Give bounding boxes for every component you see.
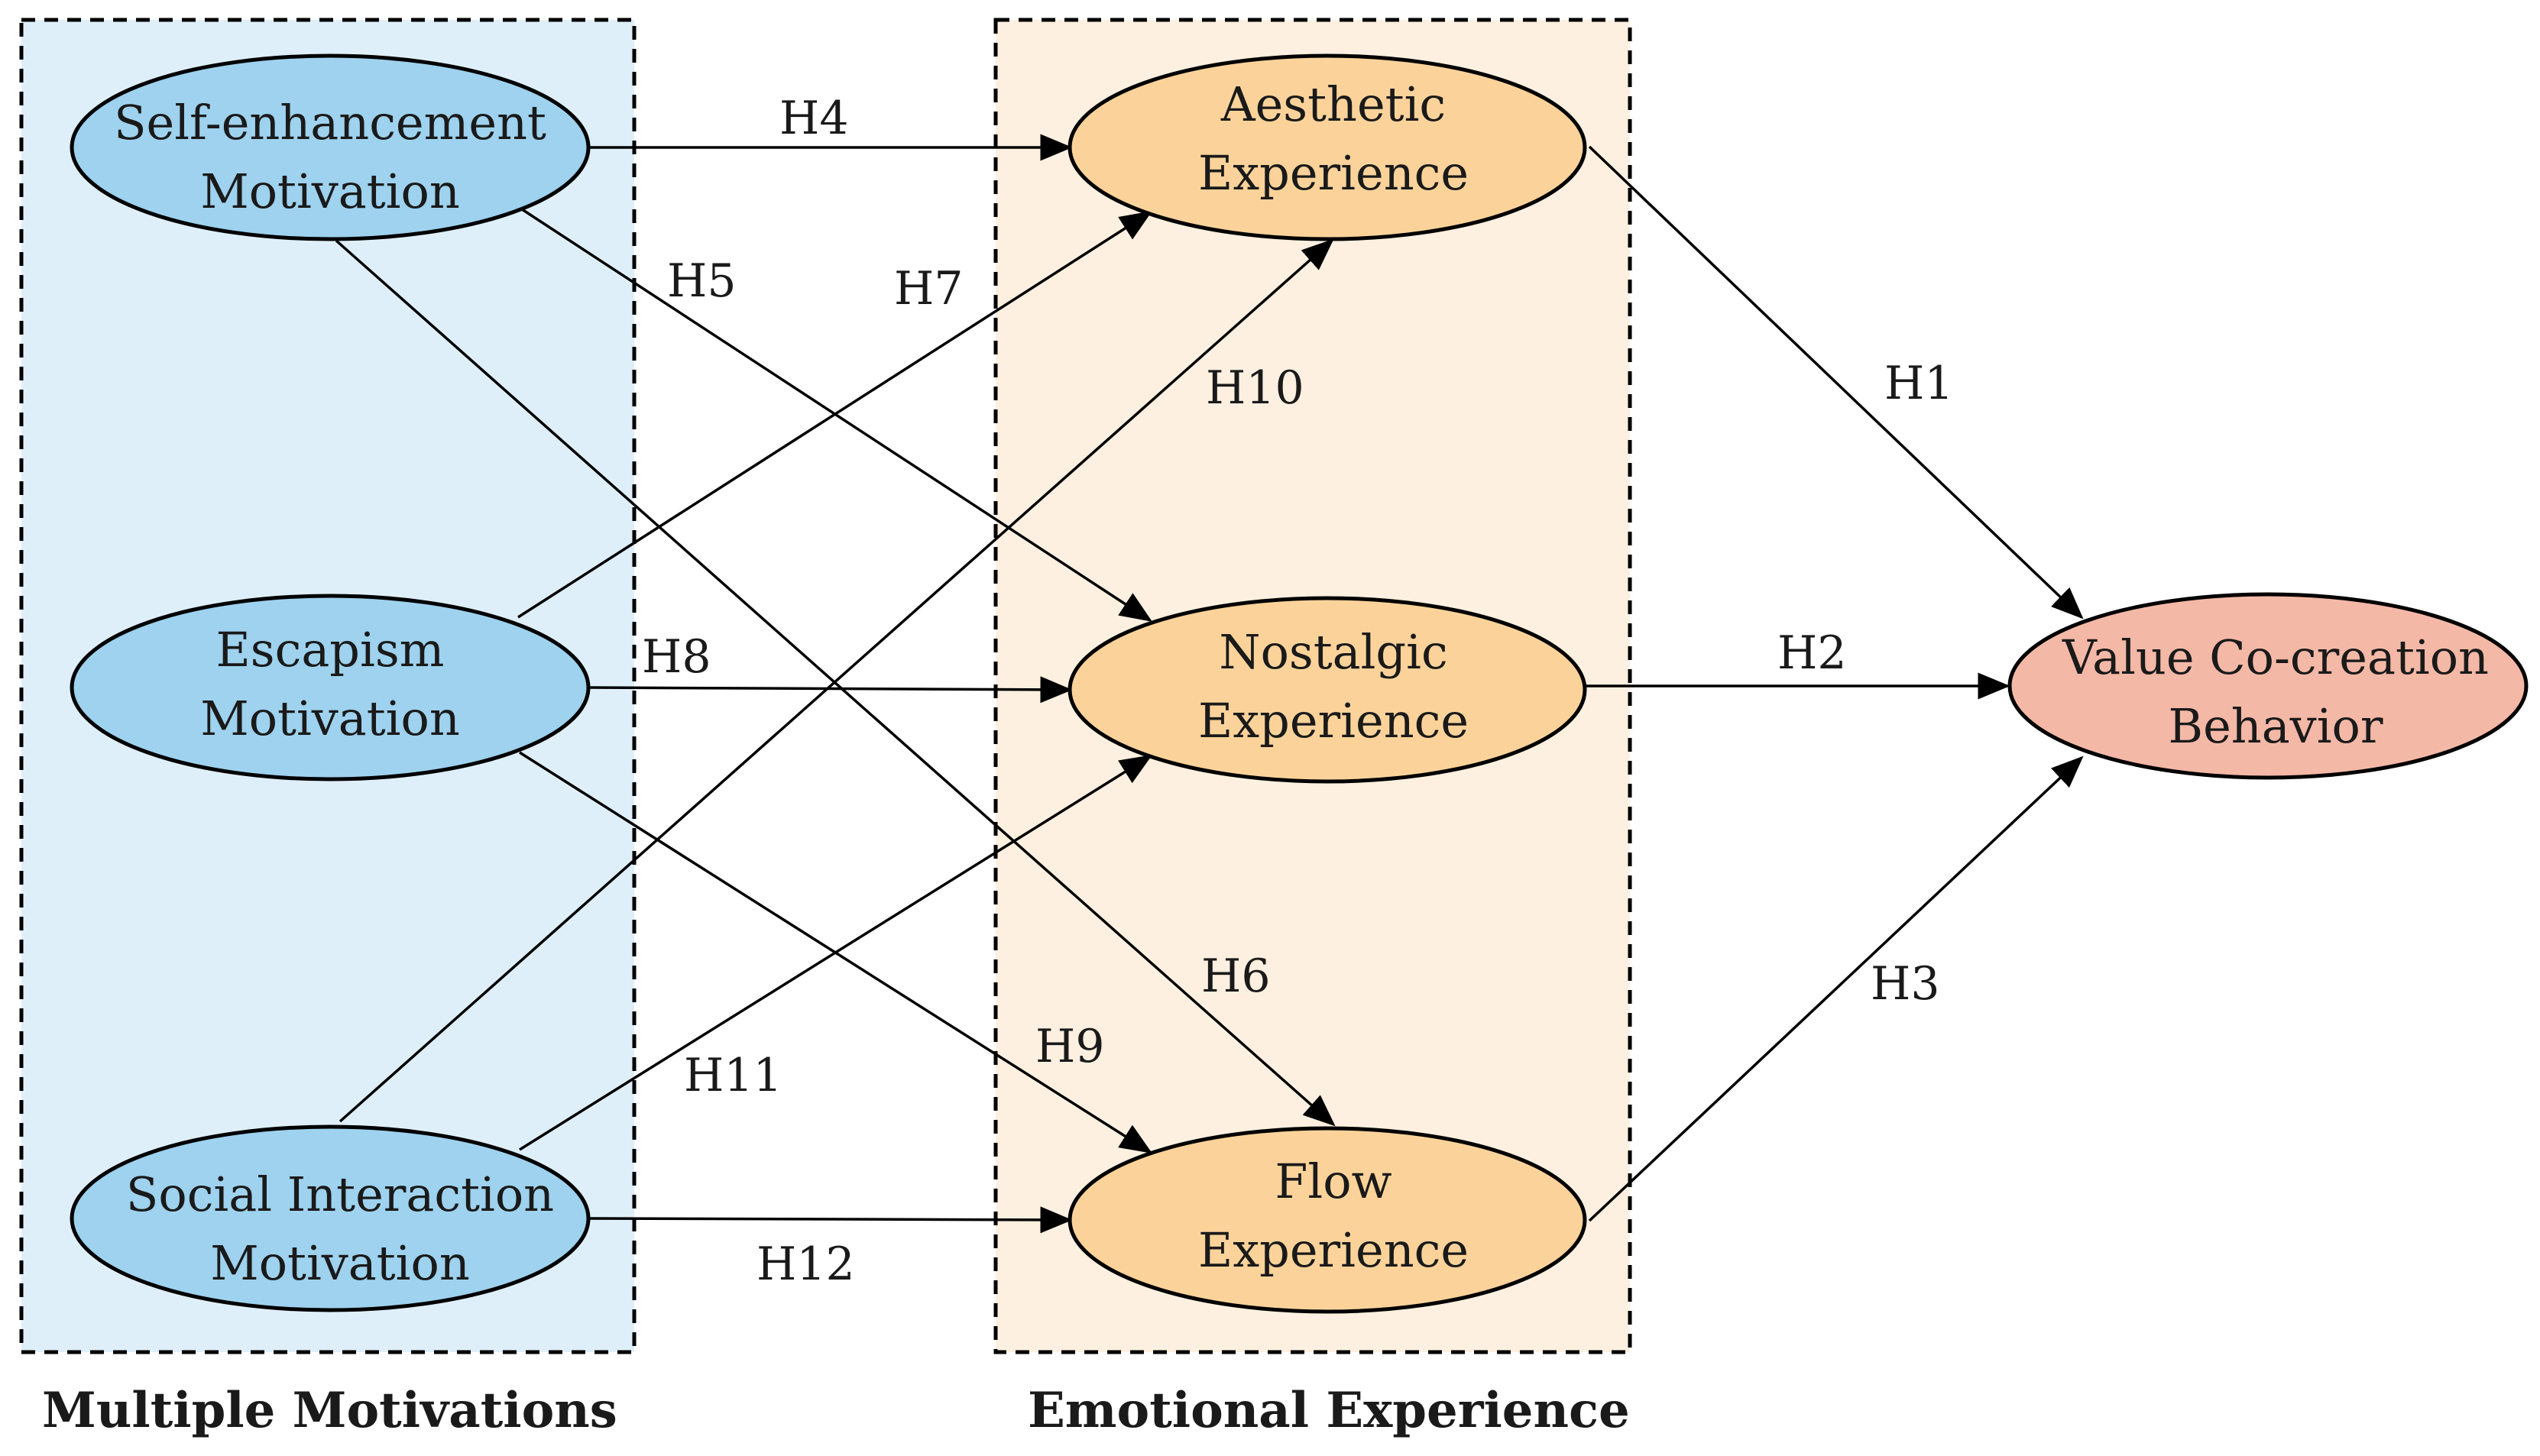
node-nostalgic: Nostalgic Experience bbox=[1068, 596, 1587, 784]
edge-label-h7: H7 bbox=[894, 262, 964, 315]
node-label-line1: Social Interaction bbox=[126, 1166, 554, 1222]
node-value-cocreation: Value Co-creation Behavior bbox=[2007, 592, 2529, 780]
node-label-line2: Motivation bbox=[200, 691, 460, 746]
node-escapism: Escapism Motivation bbox=[70, 594, 591, 781]
node-self-enhancement: Self-enhancement Motivation bbox=[70, 53, 591, 241]
node-flow: Flow Experience bbox=[1068, 1126, 1587, 1314]
edge-label-h4: H4 bbox=[779, 92, 849, 145]
edge-label-h12: H12 bbox=[756, 1238, 855, 1291]
edge-label-h10: H10 bbox=[1206, 361, 1304, 415]
node-label-line2: Experience bbox=[1198, 1222, 1469, 1278]
edge-label-h11: H11 bbox=[684, 1049, 782, 1102]
node-label-line2: Experience bbox=[1198, 693, 1469, 749]
node-social-interaction: Social Interaction Motivation bbox=[70, 1124, 591, 1312]
edge-label-h3: H3 bbox=[1871, 957, 1940, 1011]
edge-h1 bbox=[1588, 145, 2084, 620]
edge-label-h5: H5 bbox=[667, 254, 737, 308]
node-label-line1: Flow bbox=[1275, 1153, 1391, 1209]
node-label-line2: Motivation bbox=[210, 1235, 470, 1291]
group-label-experience: Emotional Experience bbox=[1028, 1382, 1630, 1439]
node-label-line1: Nostalgic bbox=[1219, 624, 1447, 680]
edge-label-h8: H8 bbox=[642, 630, 711, 684]
node-label-line1: Self-enhancement bbox=[114, 95, 546, 150]
node-label-line2: Motivation bbox=[200, 163, 460, 219]
edge-label-h6: H6 bbox=[1201, 950, 1271, 1003]
node-label-line1: Value Co-creation bbox=[2062, 629, 2489, 685]
node-label-line2: Experience bbox=[1198, 145, 1469, 201]
node-ellipse bbox=[1068, 1126, 1587, 1314]
node-ellipse bbox=[70, 53, 591, 241]
node-ellipse bbox=[70, 1124, 591, 1312]
node-aesthetic: Aesthetic Experience bbox=[1068, 53, 1587, 241]
edge-h10 bbox=[339, 238, 1334, 1123]
node-label-line1: Escapism bbox=[216, 622, 445, 678]
edge-h3 bbox=[1588, 756, 2084, 1222]
edge-h11 bbox=[519, 755, 1152, 1151]
node-ellipse bbox=[1068, 596, 1587, 784]
node-ellipse bbox=[2007, 592, 2529, 780]
edge-label-h1: H1 bbox=[1884, 357, 1954, 410]
edge-h12 bbox=[588, 1206, 1073, 1234]
edge-label-h2: H2 bbox=[1777, 626, 1847, 680]
node-label-line2: Behavior bbox=[2169, 698, 2383, 754]
edge-h7 bbox=[517, 211, 1152, 619]
node-label-line1: Aesthetic bbox=[1220, 76, 1446, 132]
node-ellipse bbox=[70, 594, 591, 781]
group-label-motivations: Multiple Motivations bbox=[42, 1382, 617, 1439]
edge-label-h9: H9 bbox=[1035, 1020, 1105, 1073]
node-ellipse bbox=[1068, 53, 1587, 241]
